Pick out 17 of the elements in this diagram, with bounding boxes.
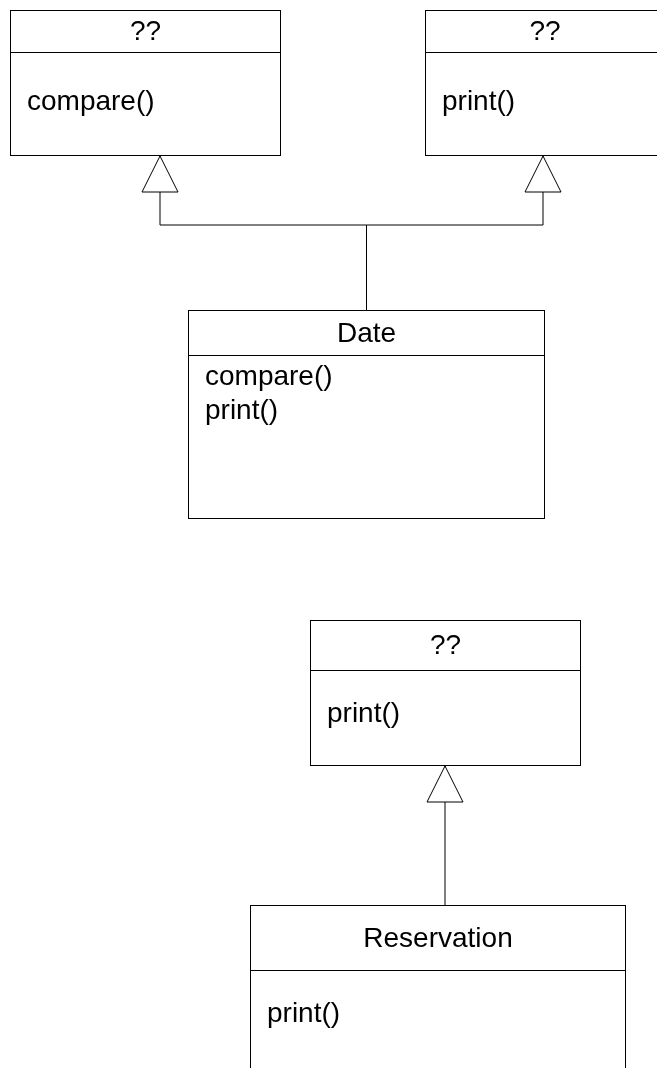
class-name: ?? — [529, 17, 561, 45]
class-name: ?? — [429, 631, 462, 659]
class-box — [188, 310, 545, 519]
class-name: Date — [336, 318, 397, 347]
method-name: print() — [267, 996, 341, 1030]
generalization-arrow — [426, 765, 464, 906]
class-name: ?? — [129, 17, 162, 45]
method-name: print() — [327, 696, 401, 730]
method-name: compare() — [205, 359, 333, 393]
class-name: Reservation — [363, 923, 513, 952]
class-box — [250, 905, 626, 1068]
method-name: print() — [442, 84, 516, 118]
method-name: print() — [205, 393, 279, 427]
method-name: compare() — [27, 84, 155, 118]
class-box — [10, 10, 281, 156]
class-box — [310, 620, 581, 766]
class-box — [425, 10, 657, 156]
